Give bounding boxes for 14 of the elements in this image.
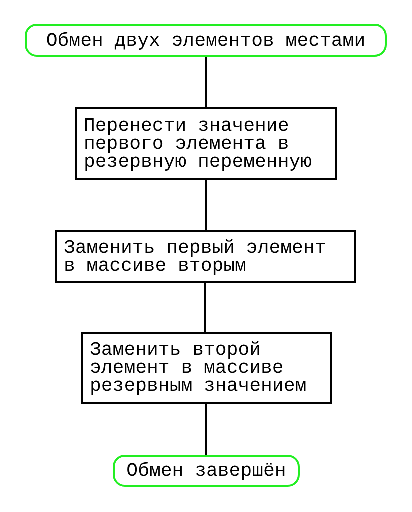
process-box bbox=[55, 230, 356, 283]
node-text: Заменить второй элемент в массиве резервным значением bbox=[90, 341, 308, 395]
connector-line bbox=[205, 180, 207, 230]
node-text: Обмен двух элементов местами bbox=[46, 32, 366, 50]
terminal-box bbox=[113, 455, 300, 487]
node-text: Заменить первый элемент в массиве вторым bbox=[64, 238, 328, 274]
connector-line bbox=[205, 57, 207, 107]
process-box bbox=[75, 107, 337, 180]
connector-line bbox=[204, 283, 206, 332]
terminal-box bbox=[25, 24, 387, 57]
node-text: Обмен завершён bbox=[126, 462, 286, 480]
process-box bbox=[81, 332, 332, 404]
connector-line bbox=[206, 404, 208, 455]
node-text: Перенести значение первого элемента в резервную переменную bbox=[84, 116, 314, 170]
